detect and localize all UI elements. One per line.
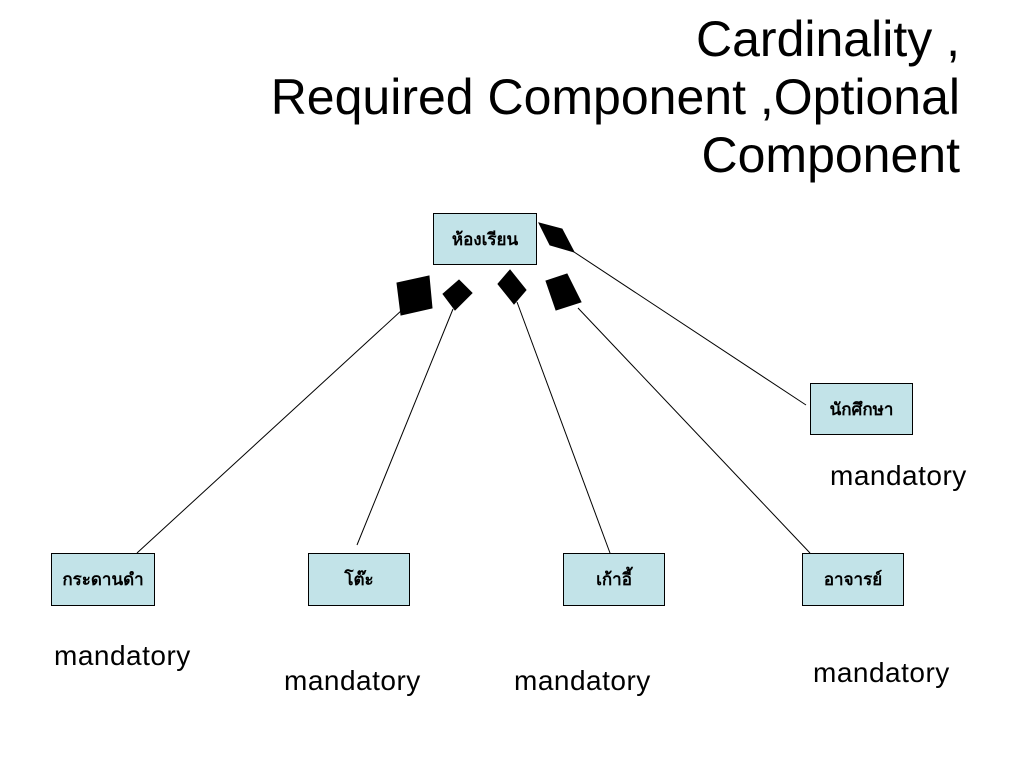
connector-line-student (567, 247, 807, 406)
connector-line-chair (516, 301, 611, 554)
student-label: นักศึกษา (829, 399, 894, 420)
title-line-1: Cardinality , (696, 11, 960, 67)
teacher-label: อาจารย์ (823, 570, 883, 590)
teacher-participation-label: mandatory (813, 657, 950, 688)
table-participation-label: mandatory (284, 665, 421, 696)
connector-line-teacher (577, 307, 811, 554)
student-diamond-icon (538, 222, 575, 253)
teacher-diamond-icon (545, 273, 582, 311)
blackboard-participation-label: mandatory (54, 640, 191, 671)
classroom-box: ห้องเรียน (433, 213, 537, 265)
blackboard-label: กระดานดำ (62, 570, 144, 590)
chair-label: เก้าอี้ (596, 570, 632, 590)
student-box: นักศึกษา (810, 383, 913, 435)
teacher-box: อาจารย์ (802, 553, 904, 606)
chair-participation-label: mandatory (514, 665, 651, 696)
classroom-label: ห้องเรียน (451, 229, 519, 250)
connector-line-table (356, 308, 454, 546)
connector-line-blackboard (136, 309, 403, 554)
table-box: โต๊ะ (308, 553, 410, 606)
chair-box: เก้าอี้ (563, 553, 665, 606)
student-participation-label: mandatory (830, 460, 967, 491)
slide-title: Cardinality , Required Component ,Option… (271, 10, 960, 184)
blackboard-diamond-icon (396, 275, 433, 316)
title-line-2: Required Component ,Optional (270, 69, 960, 125)
table-diamond-icon (442, 279, 473, 311)
blackboard-box: กระดานดำ (51, 553, 155, 606)
table-label: โต๊ะ (344, 570, 374, 590)
title-line-3: Component (701, 127, 961, 183)
chair-diamond-icon (497, 269, 527, 305)
